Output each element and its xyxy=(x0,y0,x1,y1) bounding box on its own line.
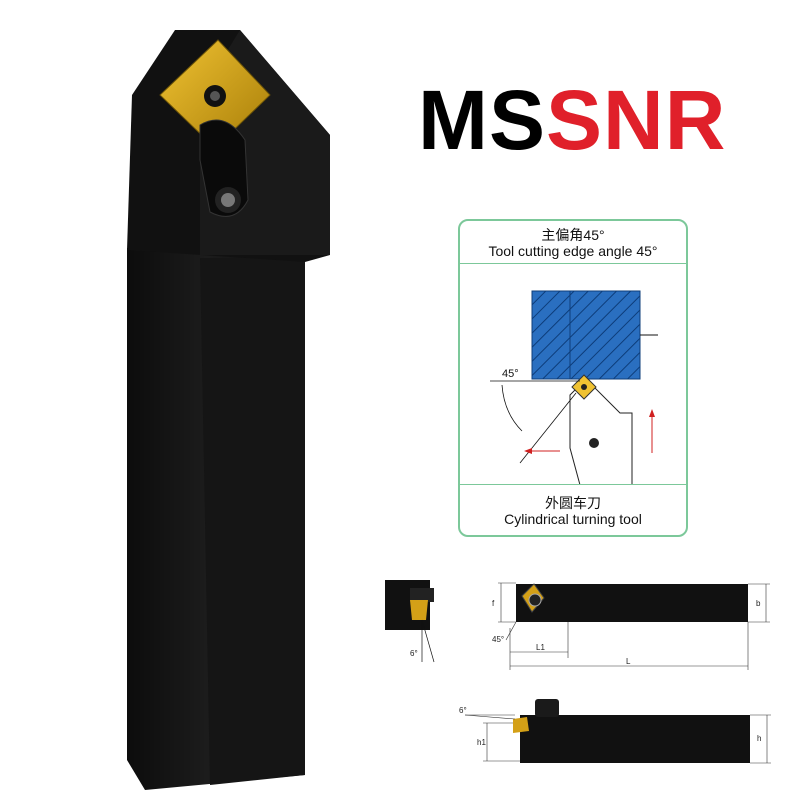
card-header: 主偏角45° Tool cutting edge angle 45° xyxy=(460,221,686,264)
workpiece xyxy=(531,290,641,380)
header-en: Tool cutting edge angle 45° xyxy=(488,243,658,259)
dim-b: b xyxy=(756,599,761,608)
top-view-drawing: f b 45° L1 L xyxy=(492,582,770,670)
dim-h: h xyxy=(757,734,761,743)
tool-holder-photo xyxy=(127,30,330,790)
header-cn: 主偏角45° xyxy=(541,227,605,243)
rake-angle-front: 6° xyxy=(410,649,418,658)
angle-label: 45° xyxy=(502,368,519,380)
cutting-diagram: 45° xyxy=(490,290,658,485)
cutting-angle-card: 主偏角45° Tool cutting edge angle 45° 45° 外… xyxy=(458,219,688,537)
front-view-drawing: 6° xyxy=(385,580,435,663)
dim-l1: L1 xyxy=(536,643,545,652)
footer-cn: 外圆车刀 xyxy=(545,495,601,511)
title-part-red-end: R xyxy=(664,73,727,167)
footer-en: Cylindrical turning tool xyxy=(504,511,642,527)
product-code-title: MSSNR xyxy=(418,78,726,162)
dim-h1: h1 xyxy=(477,738,486,747)
dim-l: L xyxy=(626,657,631,666)
dim-angle-45: 45° xyxy=(492,635,504,644)
title-part-black: MS xyxy=(418,73,546,167)
title-part-red: SN xyxy=(546,73,665,167)
card-footer: 外圆车刀 Cylindrical turning tool xyxy=(460,484,686,535)
side-view-drawing: 6° h1 h xyxy=(459,699,771,764)
dim-f: f xyxy=(492,599,495,608)
rake-angle-side: 6° xyxy=(459,706,467,715)
